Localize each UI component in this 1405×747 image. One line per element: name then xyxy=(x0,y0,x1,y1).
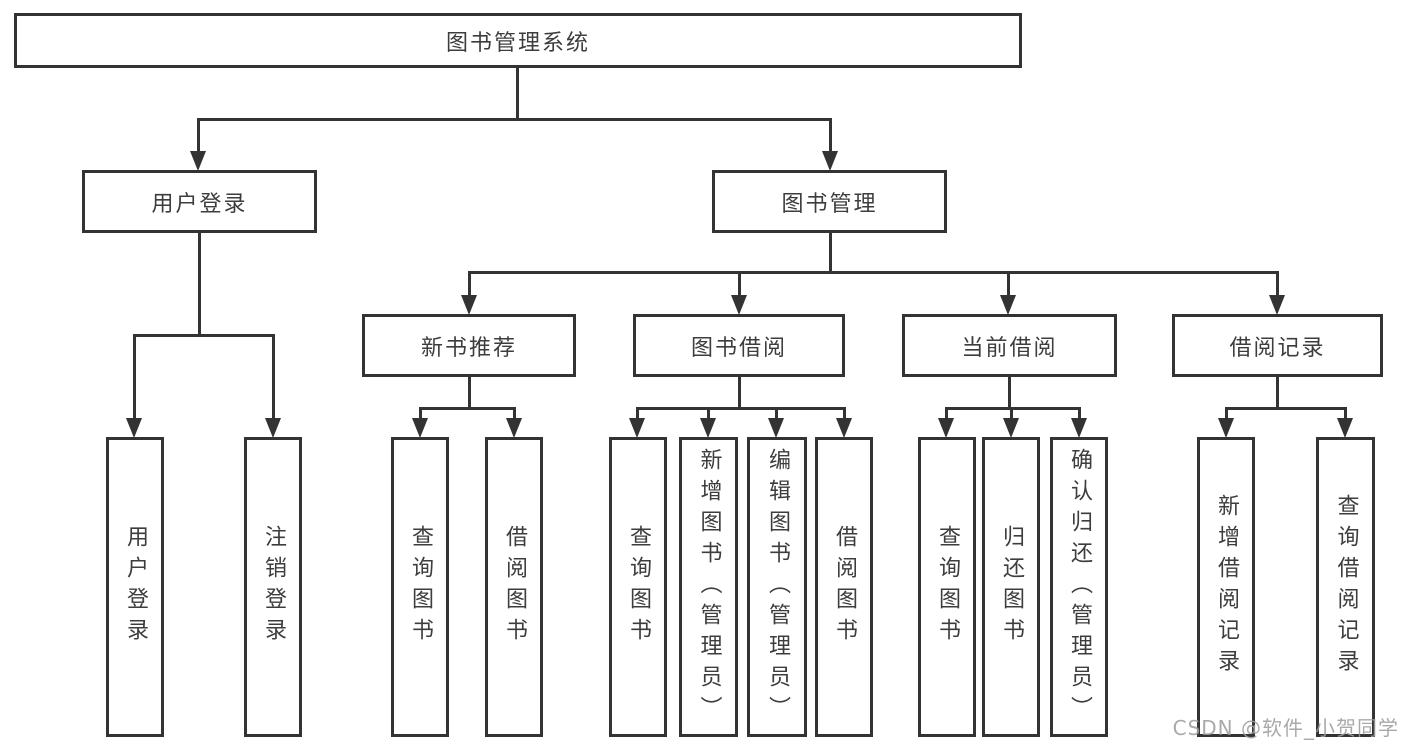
leaf-borrow-books-1: 借阅图书 xyxy=(485,437,543,737)
leaf-borrow-books-2-label: 借阅图书 xyxy=(832,525,857,649)
connector-line xyxy=(133,334,275,337)
leaf-user-login-label: 用户登录 xyxy=(123,525,148,649)
connector-line xyxy=(829,232,832,274)
arrow-head xyxy=(836,418,852,438)
leaf-query-books-3-label: 查询图书 xyxy=(935,525,960,649)
connector-line xyxy=(775,407,778,421)
arrow-head xyxy=(938,418,954,438)
arrow-head xyxy=(700,418,716,438)
connector-line xyxy=(1010,407,1013,421)
connector-line xyxy=(829,118,832,154)
arrow-head xyxy=(412,418,428,438)
connector-line xyxy=(272,334,275,420)
connector-line xyxy=(419,407,516,410)
node-user-login-label: 用户登录 xyxy=(151,191,248,217)
node-new-book-recommend-label: 新书推荐 xyxy=(420,335,517,361)
leaf-query-books-1: 查询图书 xyxy=(391,437,449,737)
connector-line xyxy=(513,407,516,421)
connector-line xyxy=(468,376,471,410)
connector-line xyxy=(636,407,639,421)
connector-line xyxy=(1344,407,1347,421)
leaf-return-books-label: 归还图书 xyxy=(999,525,1024,649)
node-root-label: 图书管理系统 xyxy=(445,30,590,56)
node-root: 图书管理系统 xyxy=(14,13,1022,68)
arrow-head xyxy=(506,418,522,438)
connector-line xyxy=(468,271,471,299)
connector-line xyxy=(945,407,948,421)
csdn-watermark: CSDN @软件_小贺同学 xyxy=(1172,716,1399,740)
connector-line xyxy=(133,334,136,420)
node-user-login: 用户登录 xyxy=(82,170,317,233)
connector-line xyxy=(1008,376,1011,410)
node-book-management: 图书管理 xyxy=(712,170,947,233)
leaf-confirm-return-admin-label: 确认归还（管理员） xyxy=(1067,447,1092,727)
node-new-book-recommend: 新书推荐 xyxy=(362,314,576,377)
leaf-query-borrow-record: 查询借阅记录 xyxy=(1316,437,1375,737)
connector-line xyxy=(197,118,832,121)
arrow-head xyxy=(190,151,206,171)
leaf-add-books-admin: 新增图书（管理员） xyxy=(679,437,738,737)
arrow-head xyxy=(1337,418,1353,438)
arrow-head xyxy=(1000,295,1016,315)
leaf-confirm-return-admin: 确认归还（管理员） xyxy=(1050,437,1108,737)
leaf-add-books-admin-label: 新增图书（管理员） xyxy=(696,447,722,727)
connector-line xyxy=(1276,271,1279,299)
leaf-query-borrow-record-label: 查询借阅记录 xyxy=(1333,494,1359,680)
leaf-logout-label: 注销登录 xyxy=(261,525,286,649)
connector-line xyxy=(1225,407,1228,421)
node-current-borrowing-label: 当前借阅 xyxy=(961,335,1058,361)
leaf-query-books-3: 查询图书 xyxy=(918,437,976,737)
leaf-edit-books-admin: 编辑图书（管理员） xyxy=(747,437,807,737)
arrow-head xyxy=(731,295,747,315)
arrow-head xyxy=(1071,418,1087,438)
arrow-head xyxy=(768,418,784,438)
connector-line xyxy=(468,271,1279,274)
leaf-return-books: 归还图书 xyxy=(982,437,1040,737)
arrow-head xyxy=(126,418,142,438)
connector-line xyxy=(198,232,201,337)
node-book-borrowing-label: 图书借阅 xyxy=(690,335,787,361)
connector-line xyxy=(945,407,1081,410)
connector-line xyxy=(738,271,741,299)
leaf-borrow-books-1-label: 借阅图书 xyxy=(502,525,527,649)
connector-line xyxy=(738,376,741,410)
connector-line xyxy=(1007,271,1010,299)
leaf-logout: 注销登录 xyxy=(244,437,302,737)
node-current-borrowing: 当前借阅 xyxy=(902,314,1117,377)
connector-line xyxy=(419,407,422,421)
leaf-user-login: 用户登录 xyxy=(106,437,164,737)
arrow-head xyxy=(1269,295,1285,315)
node-book-borrowing: 图书借阅 xyxy=(633,314,845,377)
leaf-add-borrow-record: 新增借阅记录 xyxy=(1197,437,1255,737)
arrow-head xyxy=(1218,418,1234,438)
leaf-edit-books-admin-label: 编辑图书（管理员） xyxy=(765,447,790,727)
arrow-head xyxy=(265,418,281,438)
arrow-head xyxy=(461,295,477,315)
leaf-add-borrow-record-label: 新增借阅记录 xyxy=(1214,494,1239,680)
leaf-query-books-2-label: 查询图书 xyxy=(626,525,651,649)
connector-line xyxy=(843,407,846,421)
connector-line xyxy=(707,407,710,421)
leaf-borrow-books-2: 借阅图书 xyxy=(815,437,873,737)
node-borrow-records-label: 借阅记录 xyxy=(1229,335,1326,361)
connector-line xyxy=(636,407,846,410)
connector-line xyxy=(1276,376,1279,410)
arrow-head xyxy=(822,151,838,171)
connector-line xyxy=(516,68,519,121)
leaf-query-books-1-label: 查询图书 xyxy=(408,525,433,649)
node-borrow-records: 借阅记录 xyxy=(1172,314,1383,377)
leaf-query-books-2: 查询图书 xyxy=(609,437,667,737)
arrow-head xyxy=(1003,418,1019,438)
arrow-head xyxy=(629,418,645,438)
connector-line xyxy=(197,118,200,154)
connector-line xyxy=(1225,407,1347,410)
node-book-management-label: 图书管理 xyxy=(781,191,878,217)
connector-line xyxy=(1078,407,1081,421)
